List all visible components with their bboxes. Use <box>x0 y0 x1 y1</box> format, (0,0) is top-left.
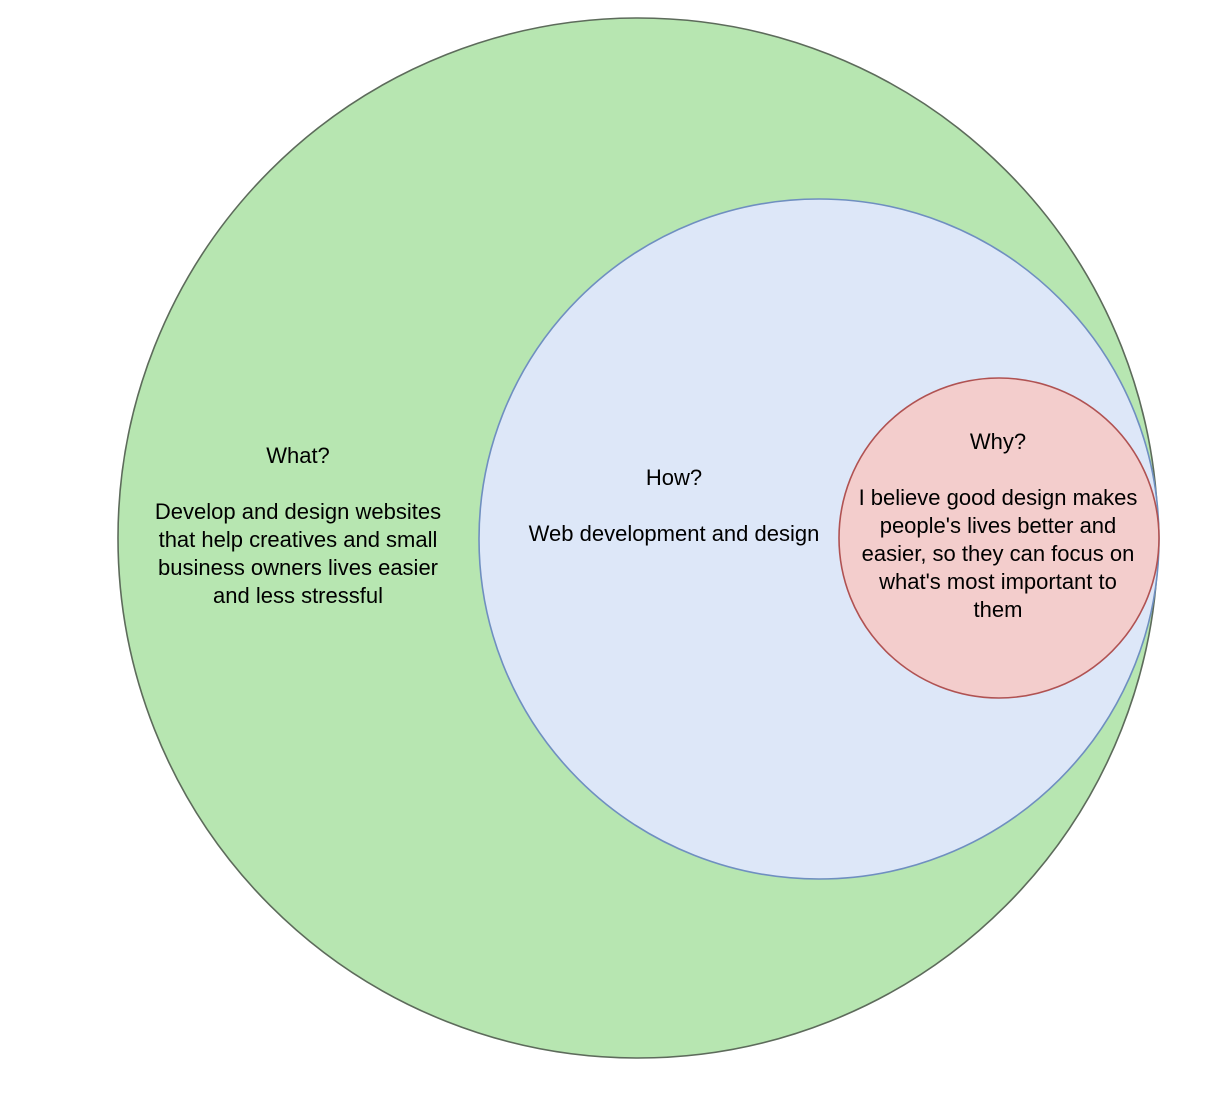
how-label: How? Web development and design <box>524 464 824 548</box>
what-heading: What? <box>266 443 330 468</box>
why-description: I believe good design makes people's liv… <box>858 485 1138 622</box>
how-heading: How? <box>645 465 703 490</box>
why-circle <box>838 377 1160 699</box>
what-description: Develop and design websites that help cr… <box>154 499 442 608</box>
what-label: What? Develop and design websites that h… <box>138 442 458 610</box>
why-label: Why? I believe good design makes people'… <box>858 428 1138 624</box>
why-heading: Why? <box>969 429 1027 454</box>
how-description: Web development and design <box>528 521 820 546</box>
